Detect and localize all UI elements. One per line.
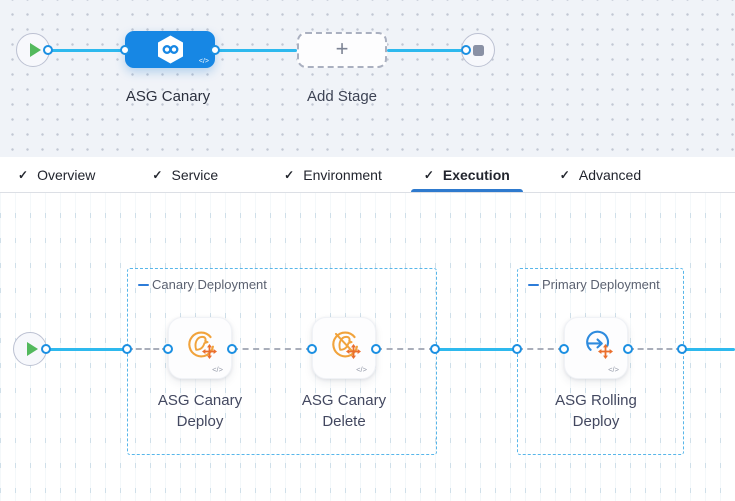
pipeline-end-node[interactable]	[461, 33, 495, 67]
wire-port[interactable]	[307, 344, 317, 354]
stage-node-asg-canary[interactable]: </>	[125, 31, 215, 68]
step-wire	[435, 348, 517, 351]
tab-service[interactable]: ✓ Service	[152, 166, 219, 183]
check-icon: ✓	[152, 167, 163, 182]
tab-execution[interactable]: ✓ Execution	[410, 157, 523, 192]
asg-scale-cross-icon	[202, 344, 217, 359]
stage-label: ASG Canary	[125, 88, 211, 105]
step-wire-dashed	[127, 348, 168, 350]
wire-port[interactable]	[430, 344, 440, 354]
play-icon	[26, 342, 38, 356]
add-stage-button[interactable]: +	[297, 32, 387, 68]
step-wire	[46, 348, 127, 351]
step-group-canary-deployment[interactable]: Canary Deployment	[127, 268, 437, 455]
wire-port[interactable]	[677, 344, 687, 354]
wire-port[interactable]	[122, 344, 132, 354]
step-group-primary-deployment[interactable]: Primary Deployment	[517, 268, 684, 455]
wire-port[interactable]	[512, 344, 522, 354]
stage-yaml-code-icon[interactable]: </>	[198, 58, 209, 65]
stage-wire	[48, 49, 125, 52]
step-label-asg-rolling-deploy: ASG Rolling Deploy	[555, 392, 637, 430]
wire-port[interactable]	[461, 45, 471, 55]
wire-port[interactable]	[623, 344, 633, 354]
check-icon: ✓	[559, 167, 570, 182]
step-card-asg-rolling-deploy[interactable]: </>	[564, 317, 628, 379]
wire-port[interactable]	[163, 344, 173, 354]
asg-scale-cross-icon	[346, 344, 361, 359]
check-icon: ✓	[18, 167, 29, 182]
stage-config-tabbar: ✓ Overview ✓ Service ✓ Environment ✓ Exe…	[0, 157, 735, 193]
asg-scale-cross-icon	[598, 344, 613, 359]
wire-port[interactable]	[559, 344, 569, 354]
check-icon: ✓	[423, 167, 434, 182]
execution-graph-canvas[interactable]: Canary Deployment Primary Deployment	[0, 193, 735, 501]
step-wire-dashed	[628, 348, 682, 350]
wire-port[interactable]	[41, 344, 51, 354]
asg-rolling-deploy-icon	[586, 330, 610, 351]
asg-canary-delete-icon	[332, 331, 358, 358]
plus-icon: +	[335, 36, 349, 61]
tab-environment[interactable]: ✓ Environment	[284, 166, 382, 183]
wire-port[interactable]	[371, 344, 381, 354]
stage-wire	[215, 49, 297, 52]
collapse-minus-icon[interactable]	[528, 283, 539, 286]
wire-port[interactable]	[43, 45, 53, 55]
step-yaml-code-icon[interactable]: </>	[608, 365, 619, 374]
wire-port[interactable]	[210, 45, 220, 55]
stage-graph-canvas[interactable]: </> + ASG Canary Add Stage	[0, 0, 735, 157]
collapse-minus-icon[interactable]	[138, 283, 149, 286]
group-title[interactable]: Primary Deployment	[528, 277, 660, 292]
step-label-asg-canary-delete: ASG Canary Delete	[301, 392, 387, 430]
step-wire-dashed	[232, 348, 312, 350]
wire-port[interactable]	[227, 344, 237, 354]
step-card-asg-canary-delete[interactable]: </>	[312, 317, 376, 379]
step-wire	[682, 348, 735, 351]
group-title[interactable]: Canary Deployment	[138, 277, 267, 292]
check-icon: ✓	[284, 167, 295, 182]
tab-overview[interactable]: ✓ Overview	[18, 166, 96, 183]
step-yaml-code-icon[interactable]: </>	[356, 365, 367, 374]
play-icon	[29, 43, 41, 57]
harness-cd-hexagon-icon	[157, 35, 183, 64]
tab-advanced[interactable]: ✓ Advanced	[559, 166, 642, 183]
step-wire-dashed	[517, 348, 564, 350]
step-yaml-code-icon[interactable]: </>	[212, 365, 223, 374]
add-stage-label: Add Stage	[306, 88, 378, 105]
stop-icon	[472, 44, 484, 56]
asg-canary-deploy-icon	[188, 331, 214, 358]
step-label-asg-canary-deploy: ASG Canary Deploy	[157, 392, 243, 430]
step-wire-dashed	[376, 348, 435, 350]
stage-wire	[387, 49, 466, 52]
step-card-asg-canary-deploy[interactable]: </>	[168, 317, 232, 379]
wire-port[interactable]	[120, 45, 130, 55]
